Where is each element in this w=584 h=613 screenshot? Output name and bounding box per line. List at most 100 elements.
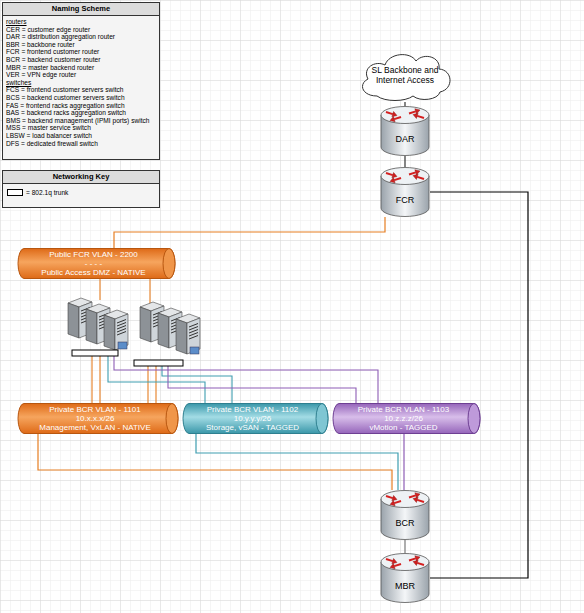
legend-swatch: [7, 189, 23, 196]
server-stack: [68, 298, 128, 350]
pipe-body: [18, 249, 175, 279]
pipe-body: [18, 404, 178, 434]
router-arrow: [386, 496, 393, 498]
server-stack: [140, 302, 200, 354]
scheme-entry: LBSW = load balancer switch: [3, 132, 159, 140]
connector: [430, 192, 528, 578]
vlan-label: Management, VxLAN - NATIVE: [39, 423, 150, 432]
wire: [99, 279, 100, 300]
box-heading: Naming Scheme: [3, 3, 159, 16]
trunk-marker: [134, 360, 183, 366]
scheme-entry: FCR = frontend customer router: [3, 48, 159, 56]
pipe-cap: [316, 404, 328, 434]
router-graphic: [380, 106, 430, 156]
pipe-text-box: Private BCR VLAN - 110110.x.x.x/26Manage…: [18, 403, 172, 434]
connector: [403, 434, 404, 490]
server-tower: [176, 314, 200, 354]
router-label: DAR: [380, 134, 430, 144]
server-tower: [104, 310, 128, 350]
connector: [114, 217, 385, 248]
router-arrowhead: [413, 174, 418, 179]
router-arrow: [409, 495, 416, 497]
vlan-label: Private BCR VLAN - 1101: [49, 405, 140, 414]
wire: [149, 279, 150, 304]
scheme-entry: BAS = backend racks aggregation switch: [3, 109, 159, 117]
vlan-label: vMotion - TAGGED: [369, 423, 437, 432]
pipe-cap: [468, 404, 480, 434]
router-arrowhead: [392, 172, 397, 177]
scheme-entry: CER = customer edge router: [3, 26, 159, 34]
router-arrowhead: [415, 109, 420, 114]
box-heading: Networking Key: [3, 171, 159, 184]
server-wires: [92, 279, 378, 403]
router-arrow: [417, 563, 424, 565]
vlan-label: Storage, vSAN - TAGGED: [206, 423, 299, 432]
connector: [196, 434, 398, 490]
wire: [99, 350, 100, 403]
scheme-entry: BCS = backend customer servers switch: [3, 94, 159, 102]
vlan-pipe: Private BCR VLAN - 110210.y.y.y/26Storag…: [183, 403, 328, 434]
scheme-entry: BBR = backbone router: [3, 41, 159, 49]
cloud-shape: SL Backbone and Internet Access: [355, 48, 455, 102]
pipe-text-box: Private BCR VLAN - 110310.z.z.z/26vMotio…: [333, 403, 474, 434]
vlan-pipe: Private BCR VLAN - 110110.x.x.x/26Manage…: [18, 403, 178, 434]
router-arrowhead: [392, 495, 397, 500]
cloud-label: SL Backbone and Internet Access: [368, 65, 442, 85]
router-label: MBR: [380, 581, 430, 591]
router-arrow: [409, 558, 416, 560]
pipe-cap: [166, 404, 178, 434]
connector: [404, 156, 405, 167]
wire: [91, 350, 92, 403]
router-arrowhead: [413, 497, 418, 502]
vlan-label: Private BCR VLAN - 1102: [207, 405, 298, 414]
router-arrowhead: [390, 500, 395, 505]
pipe-text-box: Private BCR VLAN - 110210.y.y.y/26Storag…: [183, 403, 322, 434]
router-arrowhead: [415, 493, 420, 498]
vlan-label: Private BCR VLAN - 1103: [358, 405, 449, 414]
scheme-entry: routers: [3, 18, 159, 26]
router-top: [381, 491, 429, 508]
router-graphic: [380, 490, 430, 540]
router-arrowhead: [390, 116, 395, 121]
networking-key-box: Networking Key: [2, 170, 160, 208]
router-arrow: [394, 564, 401, 566]
scheme-entry: FAS = frontend racks aggregation switch: [3, 102, 159, 110]
legend-row: = 802.1q trunk: [7, 187, 68, 197]
connector: [404, 102, 405, 106]
router-arrow: [394, 501, 401, 503]
vlan-label: 10.x.x.x/26: [76, 414, 115, 423]
router-arrow: [386, 112, 393, 114]
naming-scheme-box: Naming Scheme routersCER = customer edge …: [2, 2, 160, 160]
vlan-pipe: Public FCR VLAN - 2200- - - -Public Acce…: [18, 248, 175, 279]
vlan-pipe: Private BCR VLAN - 110310.z.z.z/26vMotio…: [333, 403, 480, 434]
scheme-entry: DFS = dedicated firewall switch: [3, 140, 159, 148]
router-top: [381, 554, 429, 571]
scheme-entry: VER = VPN edge router: [3, 71, 159, 79]
router-arrowhead: [413, 560, 418, 565]
vlan-label: 10.z.z.z/26: [384, 414, 423, 423]
router-top: [381, 107, 429, 124]
router-icon: FCR: [380, 167, 430, 217]
legend-text: = 802.1q trunk: [26, 189, 68, 196]
wire: [162, 366, 232, 403]
router-icon: BCR: [380, 490, 430, 540]
router-arrow: [386, 173, 393, 175]
router-arrow: [409, 111, 416, 113]
pipe-body: [183, 404, 328, 434]
router-arrow: [417, 116, 424, 118]
pipe-cap: [163, 249, 175, 279]
router-icon: DAR: [380, 106, 430, 156]
router-arrowhead: [390, 177, 395, 182]
legend: = 802.1q trunk: [7, 187, 68, 197]
wire: [114, 356, 378, 403]
router-arrow: [417, 177, 424, 179]
router-graphic: [380, 553, 430, 603]
router-arrow: [386, 559, 393, 561]
router-arrow: [409, 172, 416, 174]
scheme-entry: switches: [3, 79, 159, 87]
router-top: [381, 168, 429, 185]
vlan-label: - - - -: [85, 259, 102, 268]
wire: [108, 356, 205, 403]
